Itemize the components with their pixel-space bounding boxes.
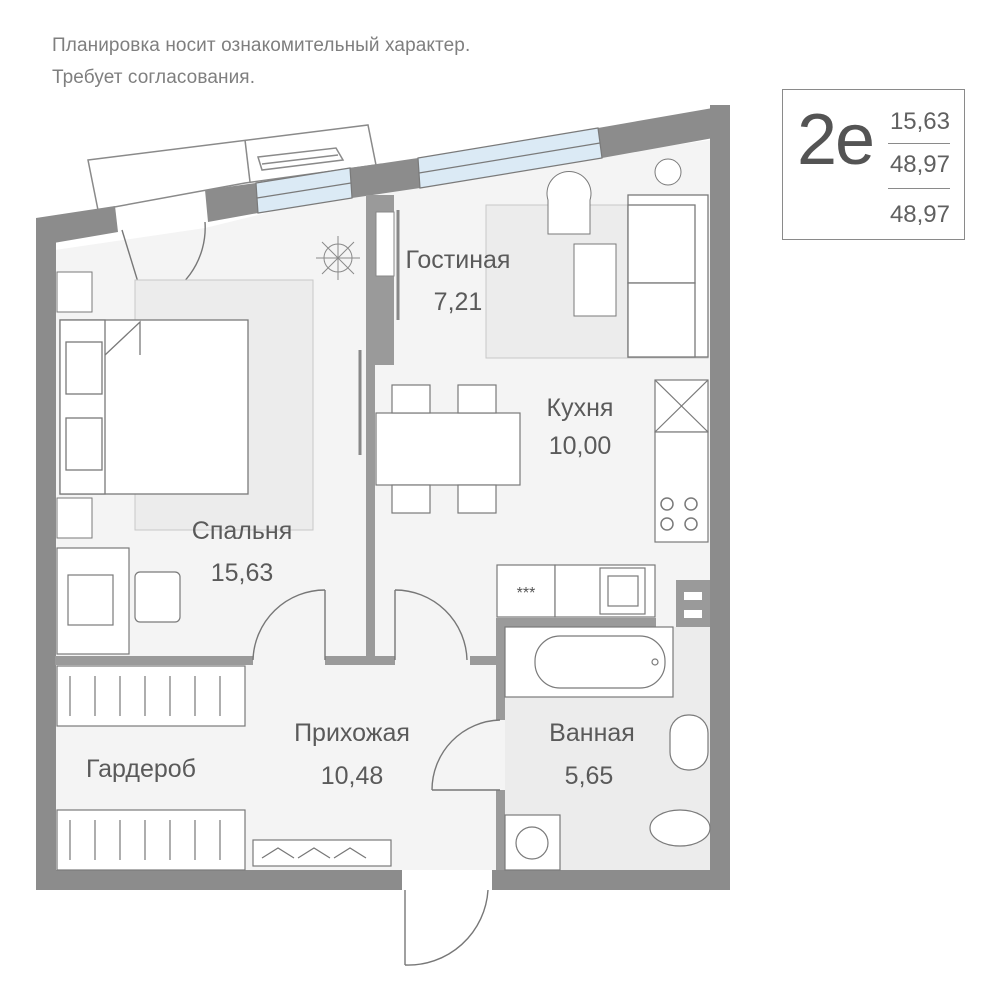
tv-stand bbox=[375, 211, 395, 277]
apartment-code: 2е bbox=[797, 100, 875, 180]
hangers-icon bbox=[69, 676, 367, 860]
bathtub bbox=[504, 626, 674, 698]
coffee-table bbox=[573, 243, 617, 317]
room-area-kitchen: 10,00 bbox=[548, 432, 612, 460]
entrance-door bbox=[404, 889, 489, 966]
room-name-wardrobe: Гардероб bbox=[86, 755, 196, 783]
dining-set bbox=[375, 384, 521, 514]
exterior-walls bbox=[36, 105, 730, 890]
room-name-bedroom: Спальня bbox=[191, 517, 293, 545]
room-name-bath: Ванная bbox=[549, 719, 635, 747]
bedroom-door bbox=[252, 589, 326, 661]
room-name-kitchen: Кухня bbox=[546, 394, 614, 422]
stove-icon bbox=[660, 497, 698, 531]
sink-icon bbox=[669, 714, 709, 771]
windows bbox=[255, 127, 603, 214]
plant-icon bbox=[316, 236, 360, 280]
room-area-bedroom: 15,63 bbox=[210, 559, 274, 587]
desk bbox=[56, 547, 181, 655]
badge-divider-1 bbox=[888, 143, 950, 144]
room-area-bath: 5,65 bbox=[564, 762, 614, 790]
nightstand-bottom bbox=[56, 497, 93, 539]
room-area-living: 7,21 bbox=[433, 288, 483, 316]
dishwasher-label: *** bbox=[517, 585, 536, 602]
wardrobe-shelves bbox=[56, 665, 392, 871]
bed bbox=[59, 319, 249, 495]
badge-divider-2 bbox=[888, 188, 950, 189]
disclaimer-line-1: Планировка носит ознакомительный характе… bbox=[52, 35, 471, 56]
kitchen-door bbox=[394, 589, 468, 661]
badge-value-3: 48,97 bbox=[889, 201, 950, 228]
room-area-hall: 10,48 bbox=[320, 762, 384, 790]
room-name-living: Гостиная bbox=[405, 246, 511, 274]
apartment-badge: 2е 15,63 48,97 48,97 bbox=[782, 89, 965, 240]
badge-value-1: 15,63 bbox=[889, 108, 950, 135]
kitchen-counter bbox=[496, 379, 709, 618]
bathroom-door bbox=[431, 719, 501, 791]
sofa bbox=[627, 194, 709, 358]
floor-lamp-icon bbox=[654, 158, 682, 186]
washing-machine-icon bbox=[504, 814, 561, 871]
nightstand-top bbox=[56, 271, 93, 313]
armchair bbox=[546, 170, 592, 235]
badge-value-2: 48,97 bbox=[889, 151, 950, 178]
room-name-hall: Прихожая bbox=[294, 719, 410, 747]
disclaimer-line-2: Требует согласования. bbox=[52, 67, 256, 88]
toilet-icon bbox=[649, 809, 711, 847]
